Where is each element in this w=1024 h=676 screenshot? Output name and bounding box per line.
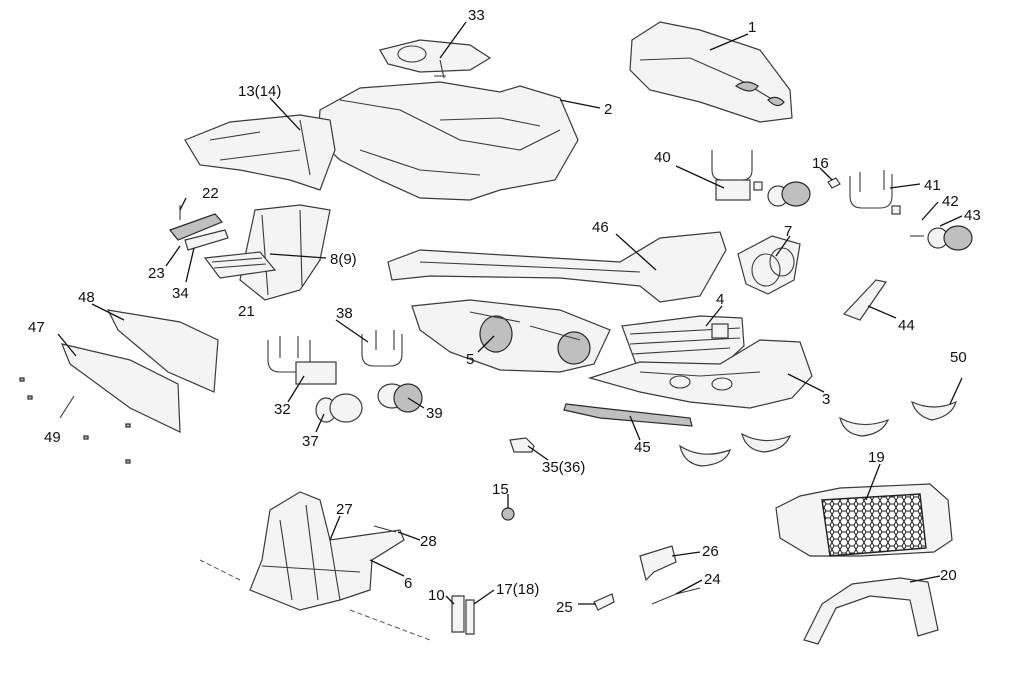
callout-38: 38 (336, 305, 353, 322)
part-21-left-footwell (203, 204, 331, 301)
part-37-lamp (315, 393, 363, 423)
callout-8-9: 8(9) (330, 251, 357, 268)
callout-23: 23 (148, 265, 165, 282)
callout-50: 50 (950, 349, 967, 366)
part-7-light-housing (737, 235, 801, 295)
part-48-side-panel (106, 309, 219, 393)
callout-20: 20 (940, 567, 957, 584)
callout-22: 22 (202, 185, 219, 202)
part-25-clip (593, 593, 615, 611)
callout-46: 46 (592, 219, 609, 236)
part-34-bracket (184, 229, 229, 251)
part-1-seat-cover (629, 21, 793, 123)
callout-35-36: 35(36) (542, 459, 585, 476)
callout-41: 41 (924, 177, 941, 194)
callout-49: 49 (44, 429, 61, 446)
part-50-reflectors (679, 400, 957, 467)
callout-1: 1 (748, 19, 756, 36)
callout-43: 43 (964, 207, 981, 224)
callout-4: 4 (716, 291, 724, 308)
callout-7: 7 (784, 223, 792, 240)
part-45-strip (563, 403, 693, 427)
part-5-headlight-panel (411, 299, 611, 373)
callout-10: 10 (428, 587, 445, 604)
callout-39: 39 (426, 405, 443, 422)
leader-lines (57, 21, 963, 605)
callout-47: 47 (28, 319, 45, 336)
part-26-bracket (639, 545, 677, 582)
callout-19: 19 (868, 449, 885, 466)
callout-45: 45 (634, 439, 651, 456)
callout-15: 15 (492, 481, 509, 498)
part-28-bolt (373, 525, 397, 533)
callout-42: 42 (942, 193, 959, 210)
callout-13-14: 13(14) (238, 83, 281, 100)
callout-32: 32 (274, 401, 291, 418)
part-19-storage-box (775, 483, 953, 557)
part-6-frame (199, 491, 431, 641)
part-35-connector (509, 437, 535, 453)
part-4-grille (621, 315, 745, 369)
part-40-bracket (711, 150, 763, 201)
callout-17-18: 17(18) (496, 581, 539, 598)
part-43-lamp (910, 225, 973, 251)
part-46-front-rack (387, 231, 727, 303)
callout-37: 37 (302, 433, 319, 450)
callout-24: 24 (704, 571, 721, 588)
part-49-fasteners (19, 377, 131, 464)
callout-25: 25 (556, 599, 573, 616)
part-10-bracket (451, 595, 475, 635)
callout-40: 40 (654, 149, 671, 166)
callout-2: 2 (604, 101, 612, 118)
part-47-side-panel (61, 343, 181, 433)
callout-28: 28 (420, 533, 437, 550)
part-39-lamp (377, 383, 423, 413)
callout-26: 26 (702, 543, 719, 560)
part-41-bracket (849, 170, 901, 215)
part-20-frame (803, 577, 939, 645)
callout-33: 33 (468, 7, 485, 24)
callout-5: 5 (466, 351, 474, 368)
callout-34: 34 (172, 285, 189, 302)
part-13-left-fender (184, 114, 336, 191)
callout-3: 3 (822, 391, 830, 408)
part-33-top-piece (379, 39, 492, 79)
part-32-bracket (267, 336, 337, 385)
part-15-clip (501, 507, 515, 521)
callout-16: 16 (812, 155, 829, 172)
part-44-trim (842, 279, 888, 321)
part-23-footrest (169, 205, 224, 241)
part-3-front-bumper (587, 339, 813, 409)
part-16-small-part (827, 177, 841, 189)
callout-labels: 1 2 3 4 5 6 7 8(9) 10 13(14) 15 16 17(18… (28, 7, 981, 616)
part-2-body-shell (317, 81, 579, 201)
callout-27: 27 (336, 501, 353, 518)
callout-6: 6 (404, 575, 412, 592)
part-40-lamp (767, 181, 811, 207)
part-38-bracket (361, 330, 403, 367)
callout-44: 44 (898, 317, 915, 334)
callout-48: 48 (78, 289, 95, 306)
callout-21: 21 (238, 303, 255, 320)
part-24-rod (651, 587, 701, 605)
